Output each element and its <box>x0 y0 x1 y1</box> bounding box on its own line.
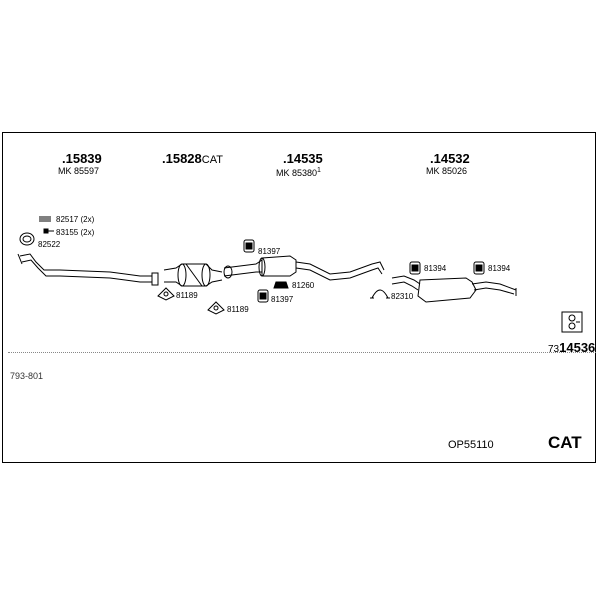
hanger-81394-icon <box>409 261 421 275</box>
label-81394-b: 81394 <box>488 264 511 273</box>
clamp-82310-icon <box>370 289 390 299</box>
kit-symbol-icon <box>561 311 583 333</box>
part-number-rear-silencer: .14532 <box>430 151 470 166</box>
gasket-icon <box>157 287 175 301</box>
footer-code: 793-801 <box>10 371 44 381</box>
mk-number-rear-silencer: MK 85026 <box>426 166 468 176</box>
rear-silencer-icon <box>391 275 517 303</box>
hanger-icon <box>243 239 255 253</box>
label-81394-a: 81394 <box>424 264 447 273</box>
label-82522: 82522 <box>38 240 61 249</box>
diagram-frame <box>2 132 596 463</box>
bolt-icon <box>43 228 54 234</box>
label-83155: 83155 (2x) <box>56 228 95 237</box>
ring-icon <box>19 232 35 246</box>
hanger-icon <box>257 289 269 303</box>
divider-line <box>8 352 596 353</box>
label-82517: 82517 (2x) <box>56 215 95 224</box>
label-81260: 81260 <box>292 281 315 290</box>
label-81397-a: 81397 <box>258 247 281 256</box>
label-81189-b: 81189 <box>227 305 249 314</box>
part-number-catalytic-converter: .15828CAT <box>162 151 223 166</box>
hanger-81394-icon <box>473 261 485 275</box>
footer-reference: OP55110 <box>448 439 494 451</box>
part-number-front-pipe: .15839 <box>62 151 102 166</box>
hanger-icon <box>273 281 289 289</box>
gasket-icon <box>207 301 225 315</box>
mk-number-middle-silencer: MK 853801 <box>276 167 321 178</box>
label-81189-a: 81189 <box>176 291 198 300</box>
middle-silencer-icon <box>223 255 385 281</box>
kit-number: 7314536 <box>548 340 596 355</box>
mk-number-front-pipe: MK 85597 <box>58 166 100 176</box>
front-pipe-icon <box>17 253 159 286</box>
label-81397-b: 81397 <box>271 295 294 304</box>
catalytic-converter-icon <box>163 263 223 287</box>
clamp-icon <box>39 216 51 222</box>
label-82310: 82310 <box>391 292 414 301</box>
footer-cat-label: CAT <box>548 433 582 452</box>
part-number-middle-silencer: .14535 <box>283 151 323 166</box>
